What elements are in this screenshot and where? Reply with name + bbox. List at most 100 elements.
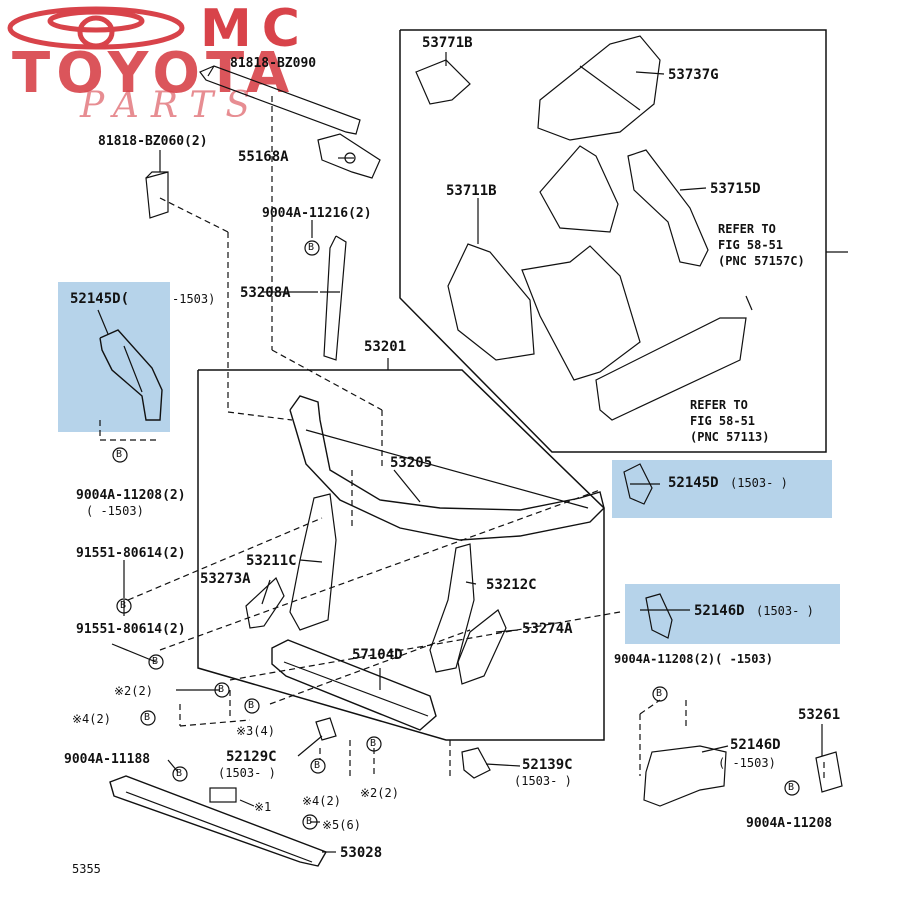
label-57104d: 57104D [352, 647, 403, 663]
bolt-marker-label: B [144, 712, 151, 723]
part-52145d-left [99, 329, 163, 421]
label-52146d-right-range: (1503- ) [756, 604, 814, 618]
label-9004a-11208-right: 9004A-11208(2)( -1503) [614, 652, 773, 666]
label-53201: 53201 [364, 339, 407, 355]
label-note4-left: ※4(2) [72, 712, 111, 726]
side-53212c [429, 543, 475, 673]
label-52145d-left-range: -1503) [172, 292, 216, 306]
label-52146d-low-range: ( -1503) [718, 756, 776, 770]
bolt-marker-label: B [176, 768, 183, 779]
label-refer1-b: FIG 58-51 [718, 238, 784, 252]
label-note1: ※1 [254, 800, 272, 814]
label-9004a-11208-left-range: ( -1503) [86, 504, 144, 518]
label-55168a: 55168A [238, 149, 289, 165]
part-53261 [815, 751, 843, 793]
label-52139c-range: (1503- ) [514, 774, 572, 788]
bolt-marker-label: B [370, 738, 377, 749]
label-note5: ※5(6) [322, 818, 361, 832]
label-53211c: 53211C [246, 553, 297, 569]
label-53028: 53028 [340, 845, 383, 861]
part-52146d-low [643, 745, 727, 807]
label-9004a-11208-low: 9004A-11208 [746, 816, 833, 831]
side-53211c [289, 493, 337, 631]
label-91551-80614-b: 91551-80614(2) [76, 622, 186, 637]
bracket-55168a [317, 133, 381, 179]
bolt-marker-label: B [308, 242, 315, 253]
label-52145d-left: 52145D( [70, 291, 130, 307]
bolt-marker-label: B [306, 816, 313, 827]
label-53711b: 53711B [446, 183, 497, 199]
clip-52139c [461, 747, 491, 779]
label-53261: 53261 [798, 707, 841, 723]
bolt-marker-label: B [248, 700, 255, 711]
bolt-marker-label: B [314, 760, 321, 771]
assembly-frame-53201 [197, 369, 605, 741]
bracket-53274a [457, 609, 507, 685]
label-52145d-right-range: (1503- ) [730, 476, 788, 490]
bolt-marker-label: B [120, 600, 127, 611]
bolt-marker-label: B [152, 656, 159, 667]
part-53715d [627, 149, 709, 267]
bolt-marker-label: B [656, 688, 663, 699]
part-53771b [415, 59, 471, 105]
part-53711b [447, 243, 535, 361]
highlight-52145d-right [612, 460, 832, 518]
label-53273a: 53273A [200, 571, 251, 587]
block-81818-bz060 [145, 171, 169, 219]
label-81818-bz090: 81818-BZ090 [230, 56, 317, 71]
bolt-marker-label: B [218, 684, 225, 695]
label-note4-mid: ※4(2) [302, 794, 341, 808]
label-53274a: 53274A [522, 621, 573, 637]
label-91551-80614-a: 91551-80614(2) [76, 546, 186, 561]
brace-53208a [323, 235, 347, 361]
upper-support-53205 [289, 395, 605, 541]
label-refer2-b: FIG 58-51 [690, 414, 756, 428]
part-53737g [537, 35, 661, 141]
clip-52129c [315, 717, 337, 741]
strip-81818-bz090 [199, 65, 361, 135]
label-note3: ※3(4) [236, 724, 275, 738]
highlight-52145d-left [58, 282, 170, 432]
diagram-number: 5355 [72, 862, 101, 876]
label-9004a-11188: 9004A-11188 [64, 752, 151, 767]
part-52146d-right [645, 593, 673, 639]
bolt-marker-label: B [788, 782, 795, 793]
brand-mc-text: MC [200, 0, 310, 59]
label-81818-bz060: 81818-BZ060(2) [98, 134, 208, 149]
label-refer1-a: REFER TO [718, 222, 776, 236]
label-53205: 53205 [390, 455, 433, 471]
label-refer2-c: (PNC 57113) [690, 430, 770, 444]
brand-parts-text: PARTS [80, 85, 263, 126]
label-53737g: 53737G [668, 67, 719, 83]
part-inner-apron [521, 245, 641, 381]
label-52129c: 52129C [226, 749, 277, 765]
label-52145d-right: 52145D [668, 475, 719, 491]
label-53715d: 53715D [710, 181, 761, 197]
beam-53028 [109, 775, 328, 867]
bracket-53273a [245, 576, 285, 629]
label-52129c-range: (1503- ) [218, 766, 276, 780]
bolt-marker-label: B [116, 449, 123, 460]
bolt-markers [112, 240, 800, 830]
label-note2-mid: ※2(2) [360, 786, 399, 800]
label-refer2-a: REFER TO [690, 398, 748, 412]
label-53212c: 53212C [486, 577, 537, 593]
label-refer1-c: (PNC 57157C) [718, 254, 805, 268]
label-9004a-11208-left: 9004A-11208(2) [76, 488, 186, 503]
label-52139c: 52139C [522, 757, 573, 773]
crossmember-57104d [271, 639, 437, 731]
label-note2-left: ※2(2) [114, 684, 153, 698]
label-53771b: 53771B [422, 35, 473, 51]
part-upper-inner [539, 145, 619, 233]
brand-toyota-text: TOYOTA [12, 41, 296, 106]
toyota-emblem-icon [7, 6, 185, 50]
label-52146d-low: 52146D [730, 737, 781, 753]
label-9004a-11216: 9004A-11216(2) [262, 206, 372, 221]
inset-frame [399, 29, 827, 453]
label-53208a: 53208A [240, 285, 291, 301]
part-57113 [595, 317, 747, 421]
label-52146d-right: 52146D [694, 603, 745, 619]
part-52145d-right [623, 463, 653, 505]
